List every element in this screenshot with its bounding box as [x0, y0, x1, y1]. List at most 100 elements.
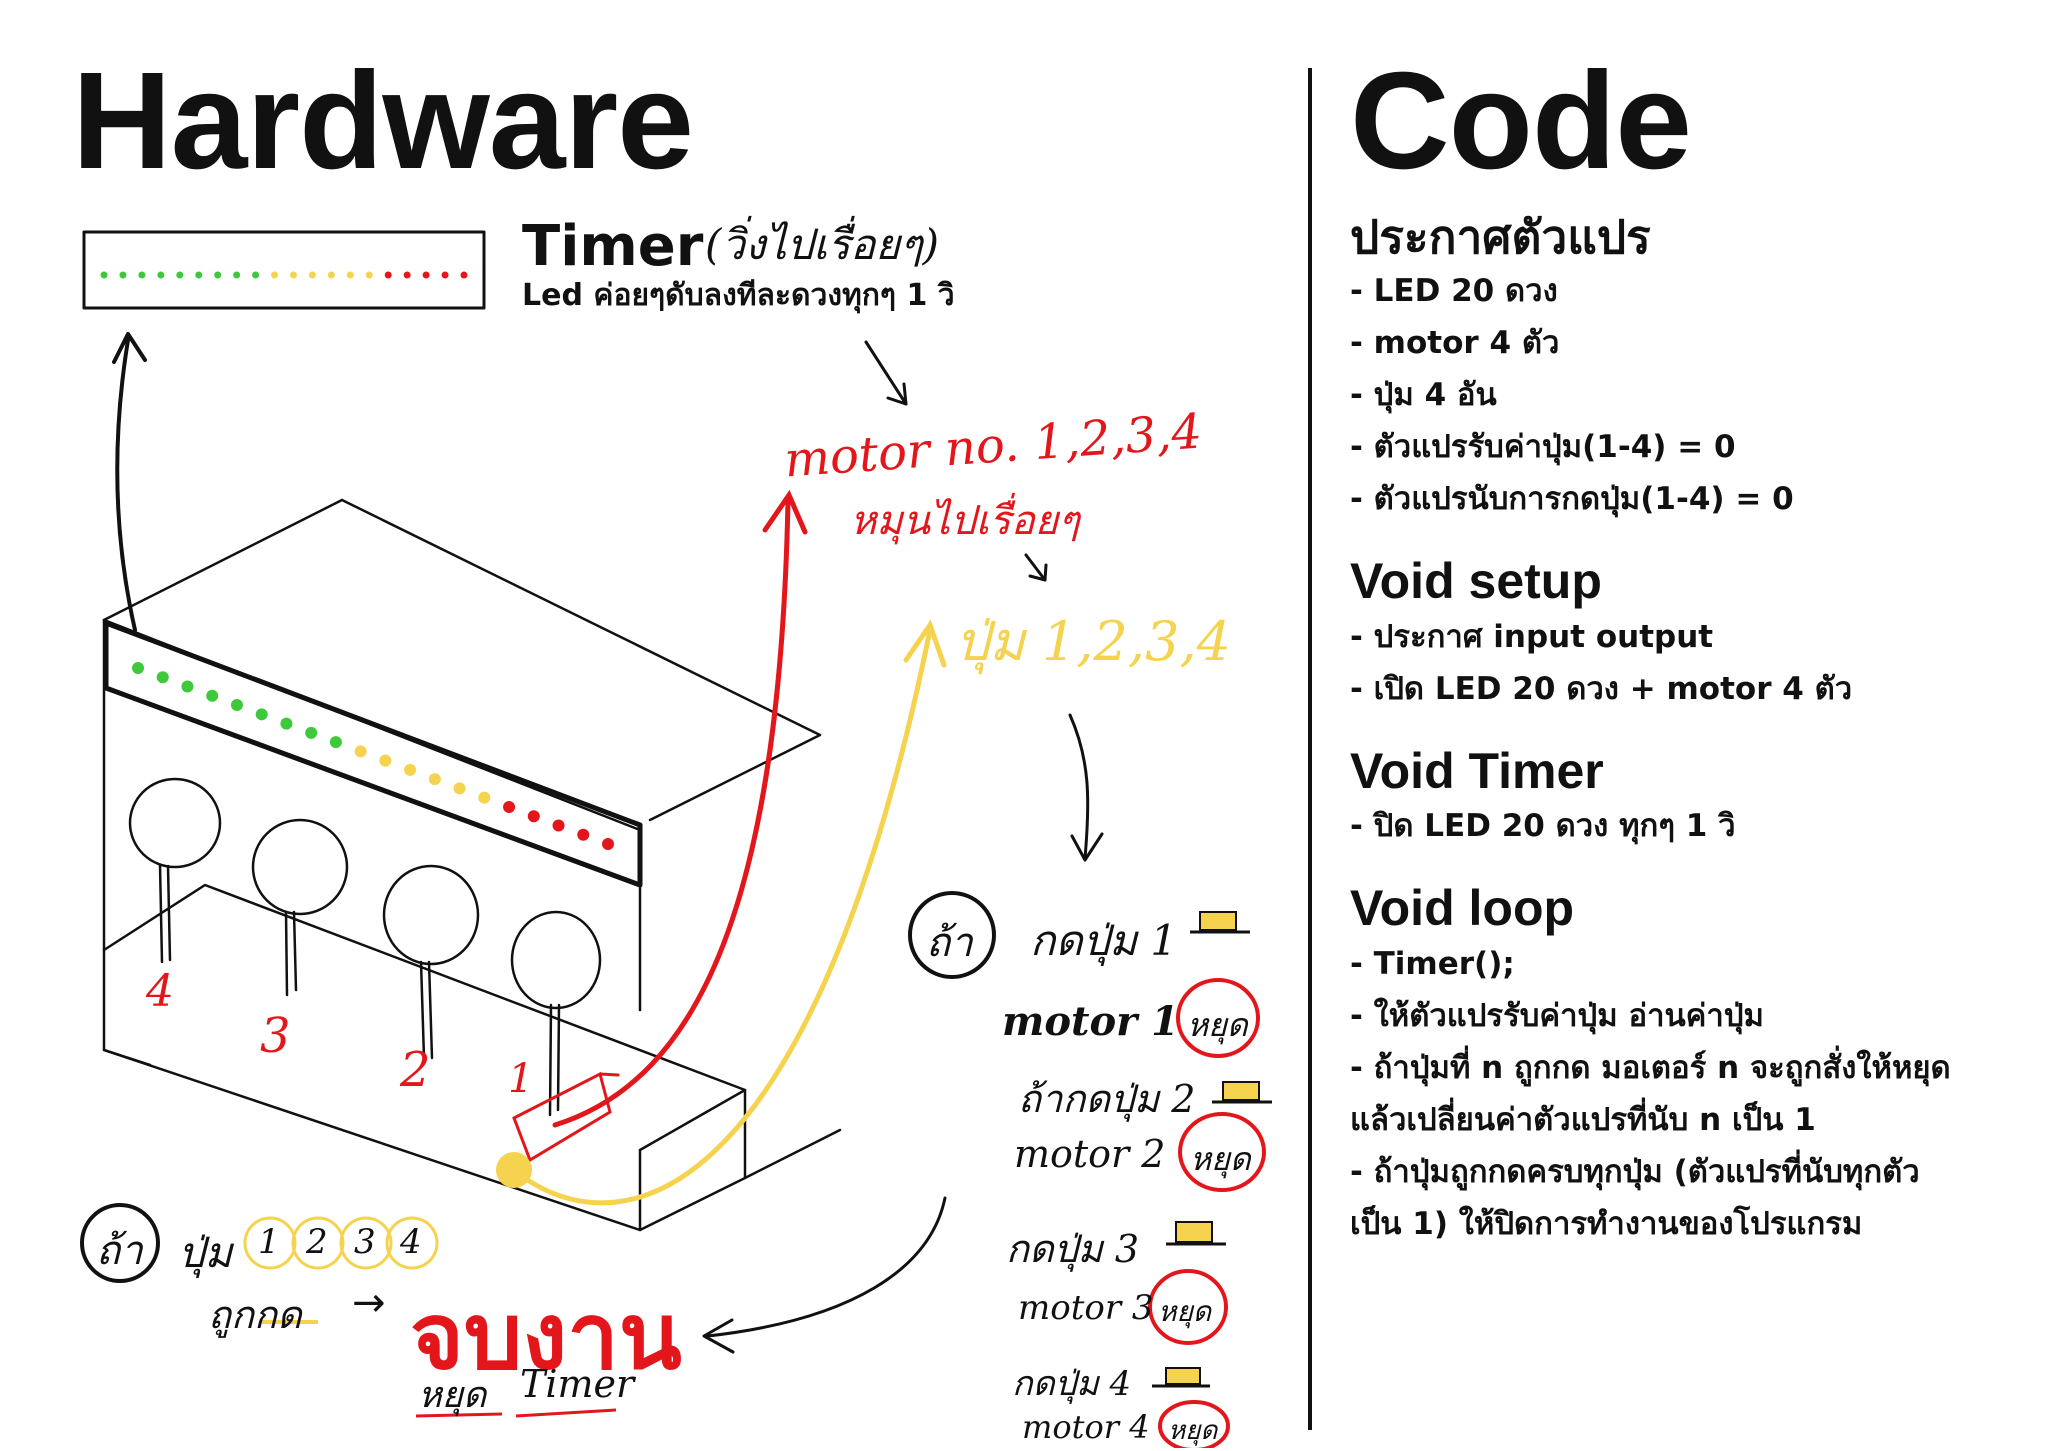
strip-led	[577, 828, 590, 841]
stop-circle-3	[1148, 1269, 1228, 1345]
timer-led	[308, 271, 316, 279]
code-section-loop: Void loop - Timer(); - ให้ตัวแปรรับค่าปุ…	[1350, 880, 2020, 1250]
bottom-buttons-label: ปุ่ม	[178, 1228, 233, 1277]
strip-led	[527, 810, 540, 823]
timer-note: (วิ่งไปเรื่อยๆ)	[705, 220, 939, 269]
led-dot	[496, 1152, 532, 1188]
button-note: ปุ่ม 1,2,3,4	[955, 610, 1231, 673]
stand-number-4: 4	[146, 966, 174, 1017]
strip-led	[230, 699, 243, 712]
code-line: - motor 4 ตัว	[1350, 325, 1560, 362]
strip-led	[255, 708, 268, 721]
button-arrow	[517, 627, 933, 1206]
motor-3: motor 3	[1018, 1288, 1154, 1328]
stand-number-3: 3	[260, 1008, 291, 1064]
bottom-if-label: ถ้า	[96, 1228, 143, 1274]
stand-number-1: 1	[508, 1056, 534, 1102]
strip-led	[379, 754, 392, 767]
stop-label: หยุด	[418, 1375, 487, 1416]
stop-1: หยุด	[1187, 1006, 1248, 1044]
timer-led	[195, 271, 203, 279]
timer-led	[157, 271, 165, 279]
timer-label: Timer	[522, 214, 704, 279]
if-press-2: ถ้ากดปุ่ม 2	[1018, 1077, 1196, 1121]
stop-3: หยุด	[1158, 1295, 1212, 1328]
motor-4: motor 4	[1022, 1408, 1150, 1446]
code-title: Code	[1350, 44, 1692, 198]
bottom-pressed: ถูกกด	[208, 1293, 302, 1337]
strip-led	[280, 717, 293, 730]
strip-led	[132, 662, 144, 674]
code-line: แล้วเปลี่ยนค่าตัวแปรที่นับ n เป็น 1	[1350, 1101, 1816, 1138]
timer-led	[271, 271, 279, 279]
timer-led	[119, 271, 127, 279]
strip-led	[602, 838, 614, 850]
button-4	[128, 777, 222, 869]
code-section-setup: Void setup - ประกาศ input output - เปิด …	[1350, 553, 2020, 715]
strip-led	[453, 782, 466, 795]
end-label: จบงาน	[410, 1283, 682, 1390]
motor-note-2: หมุนไปเรื่อยๆ	[850, 498, 1080, 544]
timer-led	[289, 271, 297, 279]
code-section-variables: ประกาศตัวแปร - LED 20 ดวง - motor 4 ตัว …	[1350, 210, 2020, 525]
timer-led	[233, 271, 241, 279]
code-line: - ตัวแปรรับค่าปุ่ม(1-4) = 0	[1350, 429, 1736, 466]
code-line: - ถ้าปุ่มที่ n ถูกกด มอเตอร์ n จะถูกสั่ง…	[1350, 1049, 1951, 1086]
strip-led	[329, 736, 342, 749]
timer-led	[384, 271, 392, 279]
strip-led	[428, 773, 441, 786]
timer-led	[441, 271, 449, 279]
hardware-title: Hardware	[72, 44, 694, 198]
press-3: กดปุ่ม 3	[1006, 1227, 1140, 1271]
timer-led	[460, 271, 468, 279]
strip-led	[206, 689, 219, 702]
code-line: - ให้ตัวแปรรับค่าปุ่ม อ่านค่าปุ่ม	[1350, 997, 1764, 1034]
stand-number-2: 2	[400, 1042, 431, 1098]
button-1	[510, 910, 602, 1010]
code-line: - เปิด LED 20 ดวง + motor 4 ตัว	[1350, 670, 1853, 707]
stop-4: หยุด	[1168, 1416, 1218, 1446]
if-circle-label: ถ้า	[926, 920, 973, 966]
code-line: - LED 20 ดวง	[1350, 273, 1558, 310]
code-line: - ถ้าปุ่มถูกกดครบทุกปุ่ม (ตัวแปรที่นับทุ…	[1350, 1153, 1920, 1190]
section-heading: Void loop	[1350, 880, 1575, 937]
pressed-button-icons	[1152, 911, 1272, 1388]
timer-led	[403, 271, 411, 279]
timer-led	[176, 271, 184, 279]
hardware-sketch	[80, 230, 1272, 1448]
section-heading: Void setup	[1350, 553, 1602, 610]
bottom-button-1: 1	[258, 1222, 280, 1262]
section-heading: Void Timer	[1350, 742, 1604, 799]
code-line: - ปุ่ม 4 อัน	[1350, 377, 1497, 414]
motor-arrow	[552, 497, 791, 1128]
code-column: ประกาศตัวแปร - LED 20 ดวง - motor 4 ตัว …	[1350, 210, 2020, 1278]
strip-led	[478, 791, 491, 804]
timer-led	[327, 271, 335, 279]
timer-led	[138, 271, 146, 279]
timer-led	[346, 271, 354, 279]
motor-1: motor 1	[1002, 998, 1179, 1045]
stop-2: หยุด	[1190, 1140, 1251, 1178]
code-line: - ปิด LED 20 ดวง ทุกๆ 1 วิ	[1350, 808, 1736, 845]
press-1: กดปุ่ม 1	[1030, 916, 1178, 965]
strip-led	[305, 726, 318, 739]
end-arrow-glyph: →	[352, 1280, 386, 1326]
timer-led	[100, 271, 108, 279]
strip-led	[181, 680, 194, 693]
stop-circle-2	[1178, 1112, 1266, 1192]
code-section-timer: Void Timer - ปิด LED 20 ดวง ทุกๆ 1 วิ	[1350, 743, 2020, 853]
strip-led	[552, 819, 565, 832]
motor-2: motor 2	[1014, 1132, 1166, 1176]
code-line: - Timer();	[1350, 945, 1515, 982]
button-3	[251, 818, 349, 916]
timer-word: Timer	[520, 1362, 635, 1406]
stop-circle-1	[1176, 978, 1260, 1058]
timer-led	[214, 271, 222, 279]
bottom-button-4: 4	[400, 1222, 422, 1262]
timer-led	[422, 271, 430, 279]
strip-led	[404, 763, 417, 776]
button-2	[382, 864, 480, 966]
timer-led	[252, 271, 260, 279]
timer-led	[365, 271, 373, 279]
strip-led	[354, 745, 367, 758]
